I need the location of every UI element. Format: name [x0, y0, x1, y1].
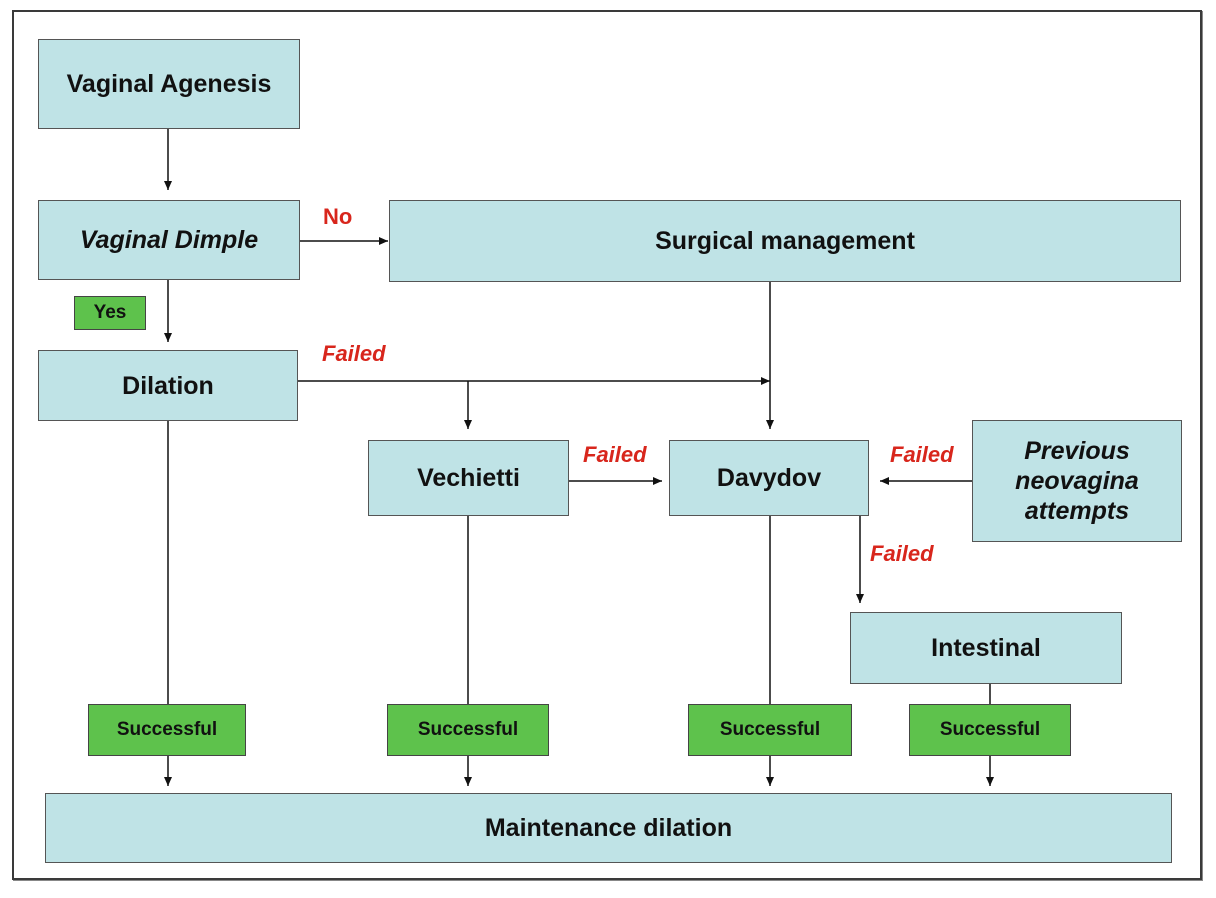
successful-badge-davydov: Successful	[688, 704, 852, 756]
edge-label-no: No	[323, 204, 353, 229]
previous-attempts-line-2: neovagina	[1015, 467, 1139, 495]
node-vaginal-dimple-label: Vaginal Dimple	[79, 226, 259, 254]
node-maintenance-dilation: Maintenance dilation	[45, 793, 1172, 863]
successful-badge-label: Successful	[417, 719, 519, 740]
edge-label-failed-davydov: Failed	[870, 541, 934, 566]
successful-badge-vechietti: Successful	[387, 704, 549, 756]
node-surgical-management-label: Surgical management	[655, 227, 915, 255]
node-vaginal-agenesis: Vaginal Agenesis	[38, 39, 300, 129]
node-previous-attempts: Previous neovagina attempts	[972, 420, 1182, 542]
node-vechietti-label: Vechietti	[417, 464, 520, 492]
successful-badge-intestinal: Successful	[909, 704, 1071, 756]
node-vechietti: Vechietti	[368, 440, 569, 516]
node-intestinal: Intestinal	[850, 612, 1122, 684]
successful-badge-dilation: Successful	[88, 704, 246, 756]
successful-badge-label: Successful	[939, 719, 1041, 740]
edge-label-failed-vechietti: Failed	[583, 442, 647, 467]
node-intestinal-label: Intestinal	[931, 634, 1041, 662]
successful-badge-label: Successful	[719, 719, 821, 740]
successful-badge-label: Successful	[116, 719, 218, 740]
node-davydov: Davydov	[669, 440, 869, 516]
node-vaginal-dimple: Vaginal Dimple	[38, 200, 300, 280]
previous-attempts-line-1: Previous	[1024, 437, 1130, 465]
previous-attempts-line-3: attempts	[1024, 497, 1130, 525]
node-davydov-label: Davydov	[716, 464, 822, 492]
yes-badge-label: Yes	[93, 302, 127, 323]
node-vaginal-agenesis-label: Vaginal Agenesis	[66, 70, 272, 98]
edge-label-failed-previous: Failed	[890, 442, 954, 467]
node-maintenance-dilation-label: Maintenance dilation	[484, 814, 733, 842]
node-dilation: Dilation	[38, 350, 298, 421]
edge-label-failed-dilation: Failed	[322, 341, 386, 366]
diagram-frame	[12, 10, 1202, 880]
node-dilation-label: Dilation	[122, 371, 214, 400]
yes-badge: Yes	[74, 296, 146, 330]
node-surgical-management: Surgical management	[389, 200, 1181, 282]
